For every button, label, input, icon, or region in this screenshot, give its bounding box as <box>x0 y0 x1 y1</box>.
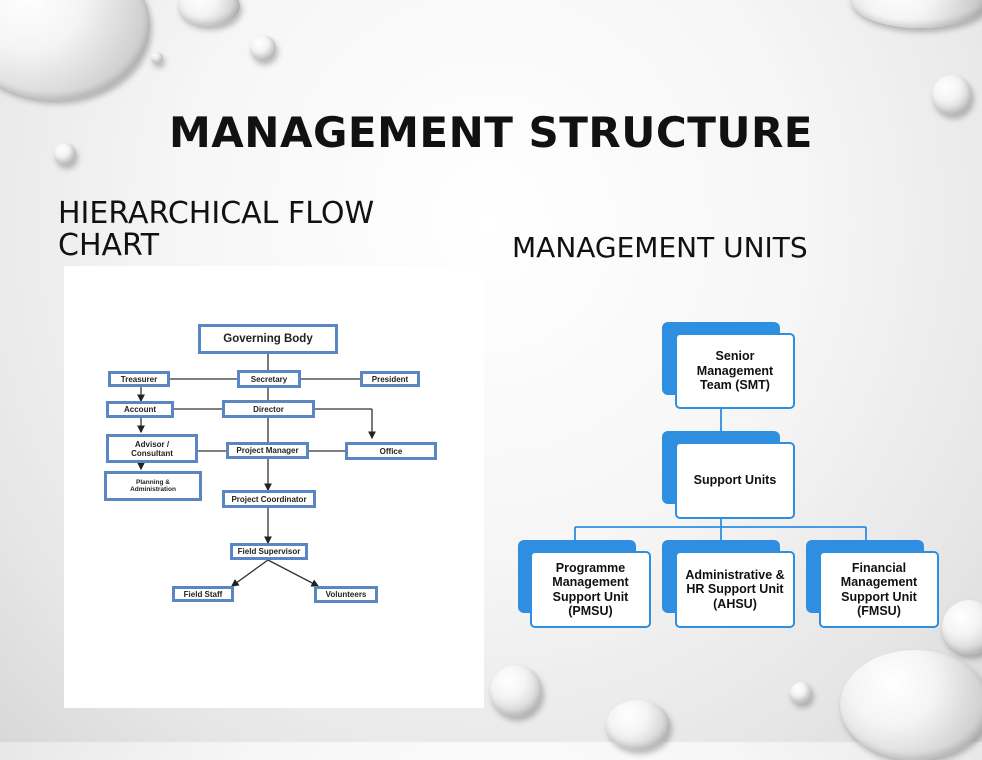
node-project-coordinator: Project Coordinator <box>222 490 316 508</box>
node-director: Director <box>222 400 315 418</box>
node-account: Account <box>106 401 174 418</box>
node-governing-body: Governing Body <box>198 324 338 354</box>
node-field-supervisor: Field Supervisor <box>230 543 308 560</box>
hierarchical-chart-heading: HIERARCHICAL FLOW CHART <box>58 196 375 263</box>
water-drop-decoration <box>840 650 982 760</box>
water-drop-decoration <box>54 143 76 165</box>
management-units-heading: MANAGEMENT UNITS <box>512 231 808 264</box>
node-project-manager: Project Manager <box>226 442 309 459</box>
unit-pmsu: Programme Management Support Unit (PMSU) <box>530 551 651 628</box>
node-advisor: Advisor / Consultant <box>106 434 198 463</box>
node-volunteers: Volunteers <box>314 586 378 603</box>
unit-smt: Senior Management Team (SMT) <box>675 333 795 409</box>
unit-fmsu: Financial Management Support Unit (FMSU) <box>819 551 939 628</box>
node-office: Office <box>345 442 437 460</box>
node-secretary: Secretary <box>237 370 301 388</box>
water-drop-decoration <box>932 75 972 115</box>
hierarchical-flow-chart: Governing Body Treasurer Secretary Presi… <box>64 266 484 708</box>
unit-support: Support Units <box>675 442 795 519</box>
node-president: President <box>360 371 420 387</box>
water-drop-decoration <box>178 0 240 26</box>
water-drop-decoration <box>490 665 542 717</box>
node-treasurer: Treasurer <box>108 371 170 387</box>
water-drop-decoration <box>850 0 982 28</box>
water-drop-decoration <box>250 35 276 61</box>
unit-ahsu: Administrative & HR Support Unit (AHSU) <box>675 551 795 628</box>
water-drop-decoration <box>790 682 812 704</box>
node-field-staff: Field Staff <box>172 586 234 602</box>
node-planning: Planning & Administration <box>104 471 202 501</box>
slide-title: MANAGEMENT STRUCTURE <box>169 108 813 157</box>
water-drop-decoration <box>942 600 982 655</box>
water-drop-decoration <box>151 52 163 64</box>
water-drop-decoration <box>606 700 670 750</box>
water-drop-decoration <box>0 0 150 100</box>
